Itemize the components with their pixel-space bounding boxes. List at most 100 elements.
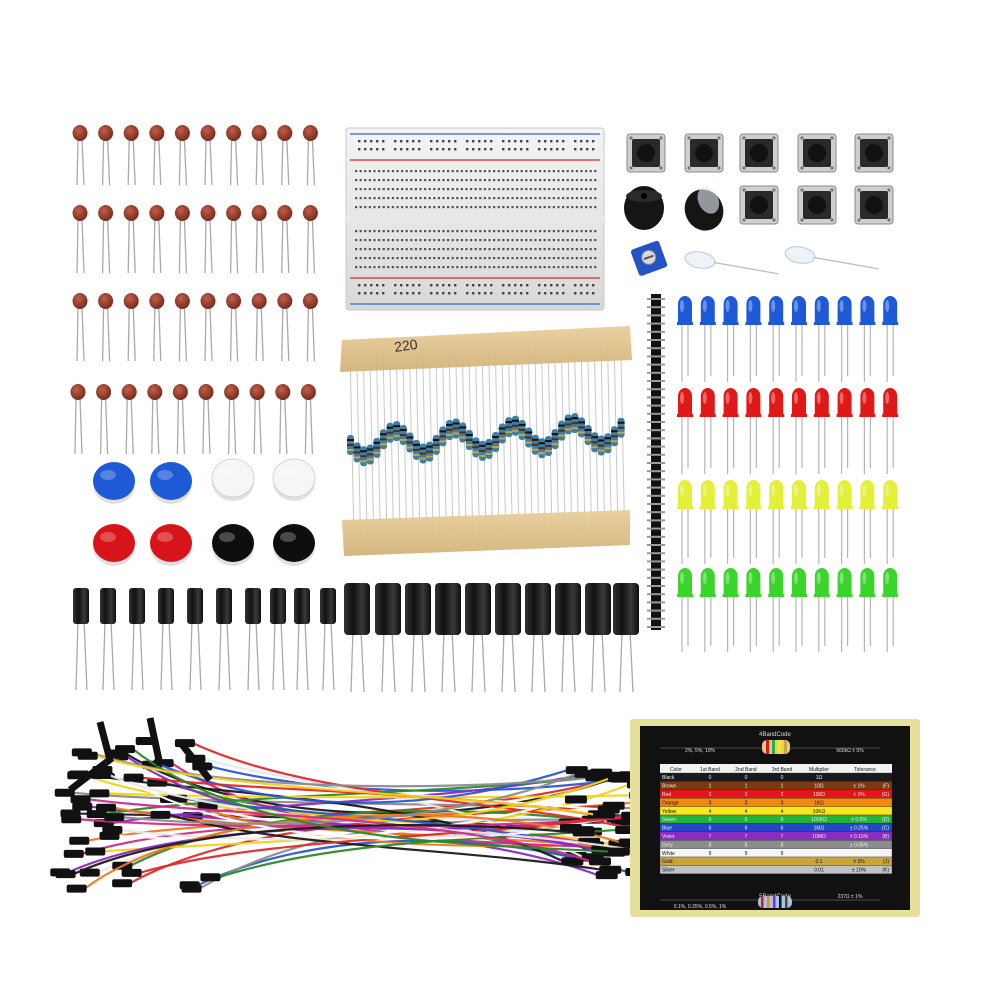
card-cell: ± 0.05% [850, 842, 869, 848]
button-cap-group [93, 458, 316, 566]
resistor-body [578, 417, 585, 438]
led-icon [745, 568, 762, 652]
ceramic-capacitor-icon [251, 293, 267, 362]
jumper-wire-end [77, 751, 98, 760]
card-cell: 1MΩ [814, 826, 825, 832]
jumper-wire-end [63, 849, 84, 858]
resistor-body [617, 417, 625, 438]
resistor-body [465, 430, 473, 451]
resistor-body [413, 439, 420, 460]
ceramic-capacitor-icon [174, 125, 190, 186]
electrolytic-capacitor-icon [465, 583, 491, 693]
resistor-body [551, 429, 559, 450]
led-icon [791, 388, 807, 474]
jumper-wire-end [177, 739, 213, 783]
resistor-tape-label: 220 [393, 336, 419, 355]
resistor-body [505, 417, 513, 438]
ceramic-capacitor-icon [277, 125, 293, 186]
card-cell: Grey [662, 842, 673, 848]
card-cell: 9 [745, 851, 748, 857]
resistor-body [386, 422, 394, 443]
led-icon [745, 388, 762, 474]
led-icon [859, 480, 876, 564]
ceramic-capacitor-icon [249, 384, 265, 455]
card-cell: 1Ω [816, 775, 823, 781]
tact-switch-group [626, 133, 894, 225]
jumper-wire [132, 748, 610, 853]
card-cell: (B) [882, 834, 889, 840]
jumper-wire [84, 813, 622, 890]
card-cell: 10MΩ [812, 834, 826, 840]
card-cell: Black [662, 775, 675, 781]
resistor-body [426, 441, 434, 462]
jumper-wire-end [150, 810, 171, 819]
card-cell: Orange [662, 800, 679, 806]
card-row [659, 772, 893, 782]
resistor-body [393, 421, 401, 442]
resistor-body [353, 442, 361, 463]
card-cell: 3 [781, 800, 784, 806]
electrolytic-capacitor-icon [495, 583, 521, 693]
ceramic-capacitor-icon [172, 384, 188, 455]
ceramic-capacitor-icon [251, 205, 267, 274]
ceramic-capacitor-icon [200, 293, 216, 362]
jumper-wire-end [102, 826, 123, 835]
led-icon [791, 568, 807, 652]
resistor-body [446, 419, 453, 440]
resistor-body [479, 440, 486, 461]
jumper-wire-end [55, 870, 76, 879]
card-cell: ± 0.10% [850, 834, 869, 840]
jumper-wire [73, 824, 575, 876]
led-icon [836, 388, 853, 474]
card-cell: (D) [882, 817, 889, 823]
electrolytic-capacitor-icon [245, 588, 261, 691]
led-icon [836, 480, 853, 564]
resistor-body [452, 418, 460, 439]
resistor-body [545, 436, 552, 457]
tact-switch-icon [739, 133, 779, 173]
card-cell: Silver [662, 868, 675, 874]
resistor-body [459, 422, 467, 443]
card-cell: 9 [781, 851, 784, 857]
card-cell: Blue [662, 826, 672, 832]
resistor-body [360, 446, 368, 467]
led-icon [882, 388, 899, 474]
card-row [659, 848, 893, 858]
resistor-body [558, 420, 566, 441]
card-cell: 6 [745, 826, 748, 832]
tact-switch-icon [854, 133, 894, 173]
ceramic-capacitor-icon [251, 125, 267, 186]
card-header: Color [670, 767, 682, 773]
jumper-wire-end [96, 721, 114, 761]
jumper-wire-end [574, 769, 597, 778]
electrolytic-capacitor-icon [320, 588, 336, 691]
jumper-wire [120, 817, 609, 841]
electrolytic-capacitor-icon [129, 588, 145, 691]
ceramic-capacitor-icon [72, 125, 88, 186]
card-cell: 0.01 [814, 868, 824, 874]
electrolytic-capacitor-icon [344, 583, 370, 693]
card-cell: (G) [882, 792, 890, 798]
card-cell: Violet [662, 834, 675, 840]
card-cell: 9 [709, 851, 712, 857]
ceramic-capacitor-icon [72, 293, 88, 362]
led-icon [813, 296, 830, 382]
led-icon [768, 296, 785, 382]
electrolytic-capacitor-icon [270, 588, 286, 691]
led-icon [859, 388, 876, 474]
resistor-body [347, 435, 354, 455]
resistor-body [406, 432, 414, 453]
led-icon [791, 480, 807, 564]
card-cell: ± 2% [853, 792, 865, 798]
card-cell: 6 [709, 826, 712, 832]
led-icon [699, 296, 716, 382]
ceramic-capacitor-icon [302, 293, 318, 362]
led-icon [859, 296, 876, 382]
button-cap-icon [150, 524, 192, 566]
electrolytic-capacitor-icon [555, 583, 581, 693]
card-cell: ± 0.5% [851, 817, 867, 823]
card-cell: ± 10% [852, 868, 867, 874]
card-row [659, 865, 893, 874]
card-cell: White [662, 851, 675, 857]
